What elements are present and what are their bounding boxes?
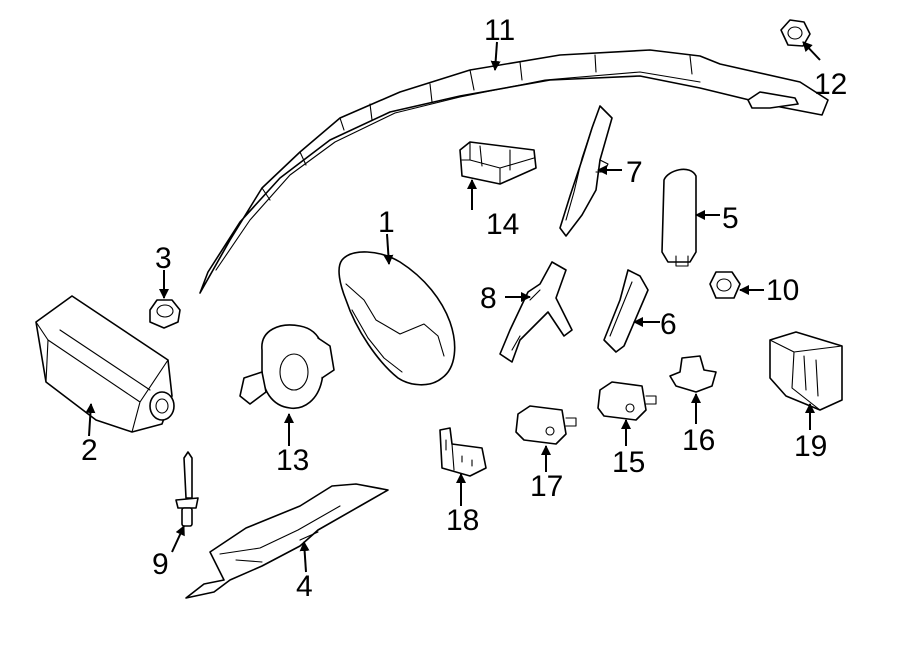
callout-17: 17 — [530, 470, 563, 503]
part-18-bracket — [439, 427, 487, 477]
part-9-push-pin — [175, 451, 199, 527]
part-2-passenger-airbag — [35, 295, 175, 433]
callout-16: 16 — [682, 424, 715, 457]
callout-9: 9 — [152, 548, 169, 581]
callout-8: 8 — [480, 282, 497, 315]
part-6-bracket — [603, 269, 649, 353]
callout-15: 15 — [612, 446, 645, 479]
callout-13: 13 — [276, 444, 309, 477]
part-17-sensor — [515, 405, 577, 445]
callout-4: 4 — [296, 570, 313, 603]
callout-3: 3 — [155, 242, 172, 275]
callout-18: 18 — [446, 504, 479, 537]
callout-5: 5 — [722, 202, 739, 235]
callout-14: 14 — [486, 208, 519, 241]
part-11-curtain-airbag — [199, 49, 829, 294]
part-4-knee-airbag — [185, 483, 389, 599]
part-14-module — [459, 141, 537, 185]
part-3-nut — [149, 299, 181, 329]
callout-10: 10 — [766, 274, 799, 307]
callout-7: 7 — [626, 156, 643, 189]
callout-12: 12 — [814, 68, 847, 101]
part-15-sensor — [597, 381, 657, 421]
part-13-clockspring — [239, 324, 335, 409]
callout-1: 1 — [378, 206, 395, 239]
callout-11: 11 — [484, 14, 515, 47]
part-5-seat-airbag — [661, 168, 697, 267]
part-16-sensor — [669, 355, 717, 393]
part-19-control-module — [769, 331, 843, 411]
callout-2: 2 — [81, 434, 98, 467]
callout-6: 6 — [660, 308, 677, 341]
callout-19: 19 — [794, 430, 827, 463]
part-12-nut — [780, 19, 811, 47]
part-8-bracket — [499, 261, 573, 363]
part-1-steering-airbag — [338, 251, 456, 386]
part-10-nut — [709, 271, 741, 299]
